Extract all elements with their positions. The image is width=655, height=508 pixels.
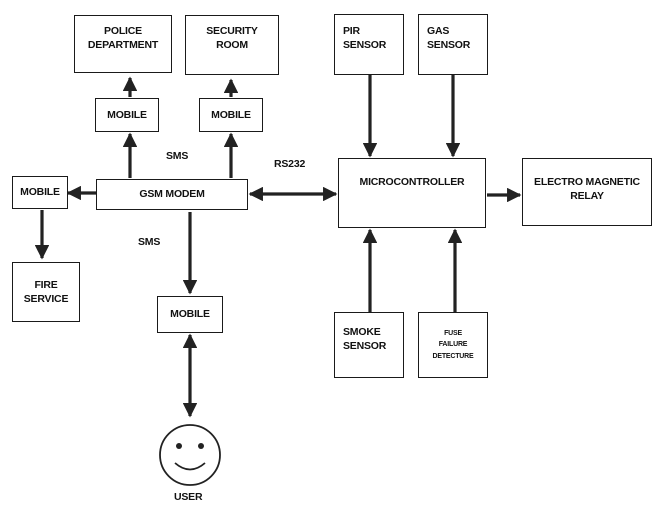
- police-department-box: POLICE DEPARTMENT: [74, 15, 172, 73]
- smoke-sensor-line-1: SMOKE: [343, 326, 381, 338]
- mobile-fire-box: MOBILE: [12, 176, 68, 209]
- microcontroller-label: MICROCONTROLLER: [359, 176, 465, 188]
- gas-sensor-line-2: SENSOR: [427, 39, 471, 52]
- pir-sensor-line-1: PIR: [343, 25, 360, 37]
- fuse-line-1: FUSE: [444, 330, 462, 338]
- gsm-modem-label: GSM MODEM: [139, 188, 205, 201]
- mobile-fire-label: MOBILE: [20, 186, 60, 199]
- fuse-line-3: DETECTURE: [432, 352, 474, 360]
- fire-service-line-2: SERVICE: [23, 293, 69, 305]
- smoke-sensor-box: SMOKE SENSOR: [334, 312, 404, 378]
- relay-line-2: RELAY: [570, 190, 604, 203]
- mobile-user-label: MOBILE: [170, 308, 210, 321]
- relay-line-1: ELECTRO MAGNETIC: [534, 176, 640, 188]
- rs232-label: RS232: [274, 158, 306, 170]
- gas-sensor-box: GAS SENSOR: [418, 14, 488, 75]
- fire-service-line-1: FIRE: [34, 278, 58, 291]
- fuse-failure-detecture-box: FUSE FAILURE DETECTURE: [418, 312, 488, 378]
- sms-label-top: SMS: [166, 150, 189, 162]
- gsm-modem-box: GSM MODEM: [96, 179, 248, 210]
- security-room-line-2: ROOM: [216, 39, 248, 52]
- mobile-security-label: MOBILE: [211, 108, 251, 121]
- pir-sensor-box: PIR SENSOR: [334, 14, 404, 75]
- user-label: USER: [174, 491, 203, 503]
- mobile-police-label: MOBILE: [107, 108, 147, 121]
- pir-sensor-line-2: SENSOR: [343, 39, 387, 52]
- fuse-line-2: FAILURE: [438, 341, 468, 349]
- mobile-user-box: MOBILE: [157, 296, 223, 333]
- security-room-box: SECURITY ROOM: [185, 15, 279, 75]
- police-department-line-2: DEPARTMENT: [87, 39, 159, 52]
- electro-magnetic-relay-box: ELECTRO MAGNETIC RELAY: [522, 158, 652, 226]
- gas-sensor-line-1: GAS: [427, 25, 450, 37]
- mobile-security-box: MOBILE: [199, 98, 263, 132]
- security-room-line-1: SECURITY: [206, 25, 258, 37]
- mobile-police-box: MOBILE: [95, 98, 159, 132]
- smoke-sensor-line-2: SENSOR: [343, 340, 387, 353]
- sms-label-bottom: SMS: [138, 236, 161, 248]
- police-department-line-1: POLICE: [104, 25, 142, 37]
- fire-service-box: FIRE SERVICE: [12, 262, 80, 322]
- microcontroller-box: MICROCONTROLLER: [338, 158, 486, 228]
